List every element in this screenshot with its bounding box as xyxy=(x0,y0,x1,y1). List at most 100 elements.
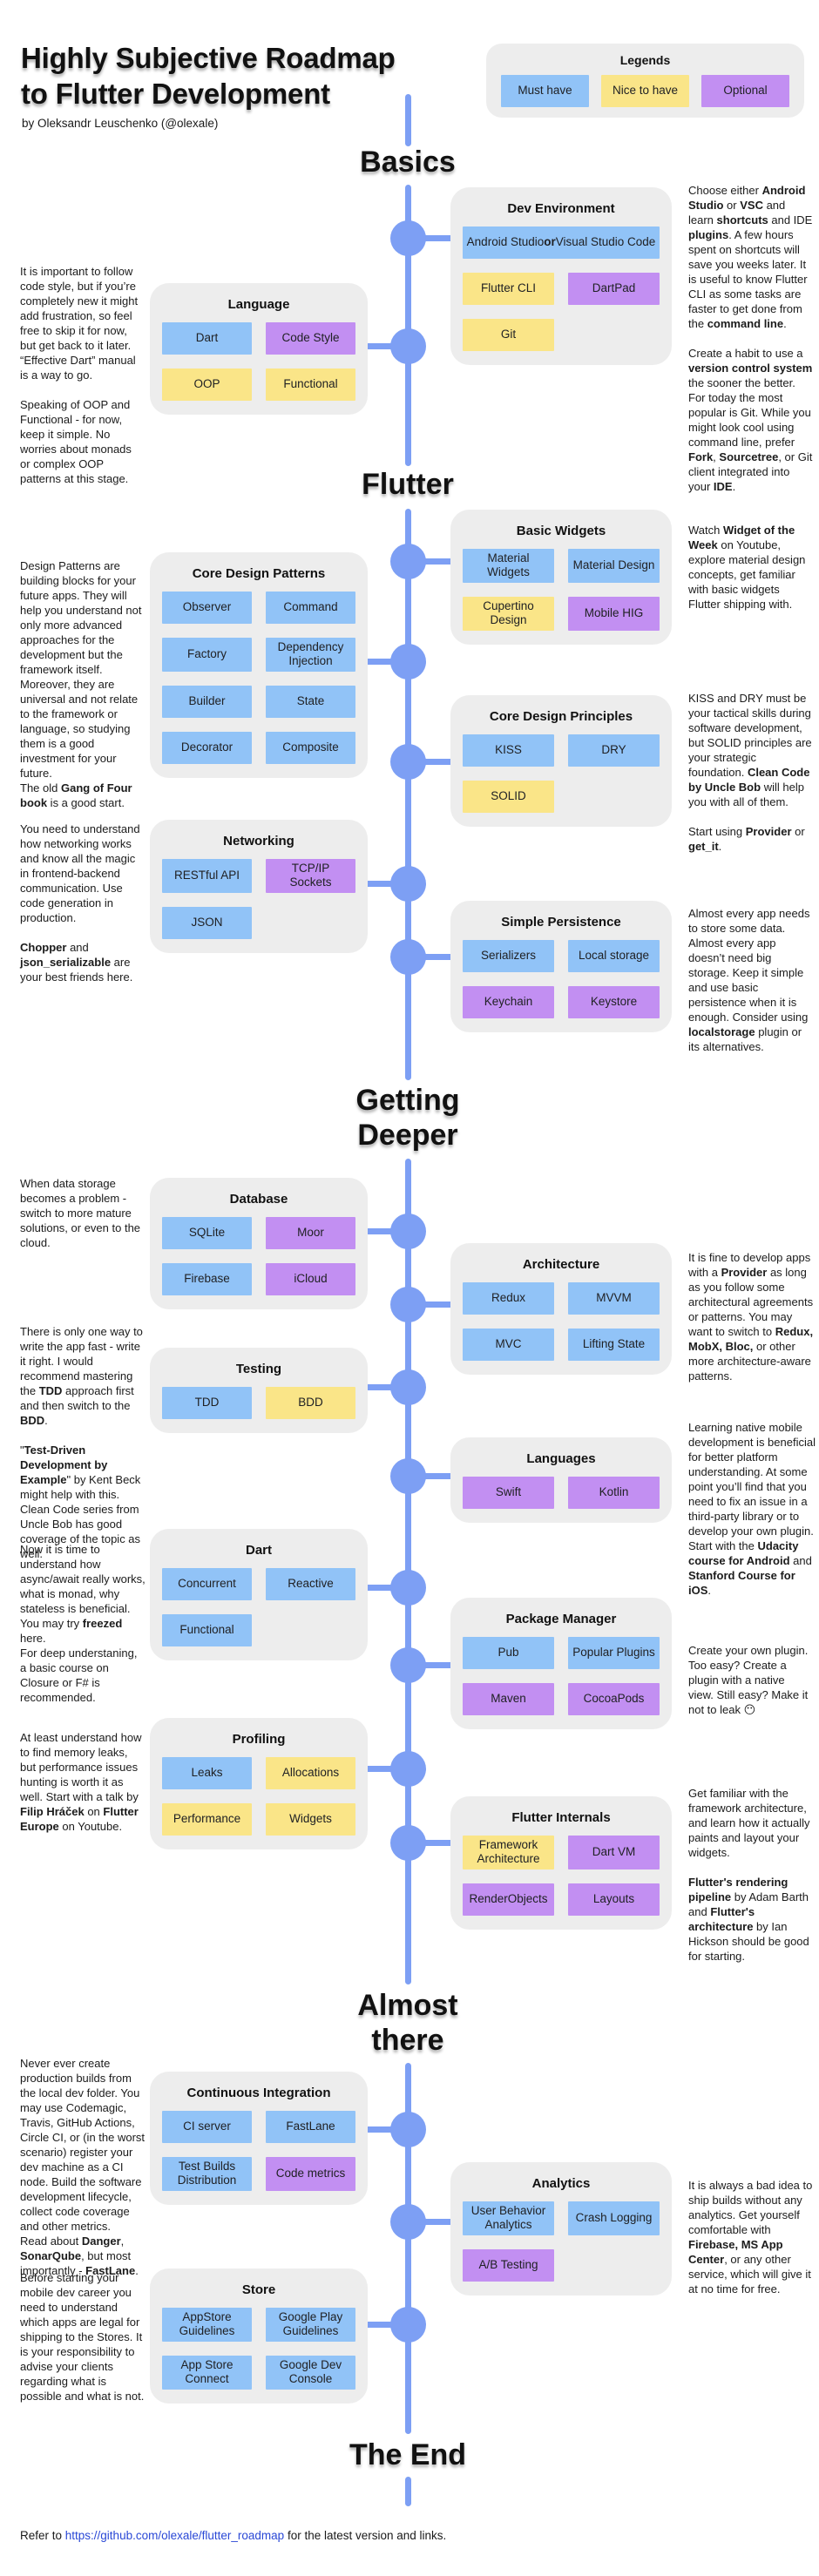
timeline-node xyxy=(390,328,426,364)
timeline-connector xyxy=(366,881,408,887)
language-note: It is important to follow code style, bu… xyxy=(20,265,139,486)
chip-performance: Performance xyxy=(162,1803,252,1836)
chip-command: Command xyxy=(266,592,355,624)
chip-code-metrics: Code metrics xyxy=(266,2157,355,2191)
legend-item-optional: Optional xyxy=(701,75,789,107)
timeline-connector xyxy=(408,759,451,765)
chip-allocations: Allocations xyxy=(266,1757,355,1789)
chip-functional: Functional xyxy=(162,1614,252,1646)
legend-item-nice-to-have: Nice to have xyxy=(601,75,689,107)
section-header-flutter: Flutter xyxy=(277,467,538,502)
basic-widgets-note: Watch Widget of the Week on Youtube, exp… xyxy=(688,524,806,612)
chip-oop: OOP xyxy=(162,368,252,401)
timeline-node xyxy=(390,2204,426,2240)
group-title-core-design-patterns: Core Design Patterns xyxy=(192,566,326,581)
design-principles-note: KISS and DRY must be your tactical skill… xyxy=(688,692,812,854)
profiling-note: At least understand how to find memory l… xyxy=(20,1731,142,1834)
chip-maven: Maven xyxy=(463,1683,554,1715)
chip-dry: DRY xyxy=(568,734,660,767)
analytics-note: It is always a bad idea to ship builds w… xyxy=(688,2179,813,2296)
chip-firebase: Firebase xyxy=(162,1263,252,1295)
section-header-line: Getting xyxy=(355,1084,460,1117)
timeline-node xyxy=(390,1214,426,1249)
group-title-continuous-integration: Continuous Integration xyxy=(186,2086,331,2100)
chip-local-storage: Local storage xyxy=(568,940,660,972)
chip-android-studio-or-visual-studio-code: Android Studio or Visual Studio Code xyxy=(463,226,660,259)
timeline-line-segment xyxy=(405,509,411,1080)
footer-note: Refer to https://github.com/olexale/flut… xyxy=(20,2529,446,2542)
timeline-node xyxy=(390,1751,426,1787)
timeline-node xyxy=(390,544,426,579)
group-title-dart: Dart xyxy=(245,1543,272,1558)
architecture-note: It is fine to develop apps with a Provid… xyxy=(688,1251,814,1383)
timeline-connector xyxy=(366,2126,408,2133)
timeline-node xyxy=(390,2112,426,2147)
timeline-connector xyxy=(366,1228,408,1234)
timeline-connector xyxy=(366,659,408,665)
footer-link[interactable]: https://github.com/olexale/flutter_roadm… xyxy=(64,2529,285,2542)
chip-dartpad: DartPad xyxy=(568,273,660,305)
chip-crash-logging: Crash Logging xyxy=(568,2201,660,2235)
chip-keychain: Keychain xyxy=(463,986,554,1018)
chip-tcp-ip-sockets: TCP/IP Sockets xyxy=(266,859,355,893)
group-title-profiling: Profiling xyxy=(232,1732,286,1747)
chip-state: State xyxy=(266,685,355,718)
timeline-node xyxy=(390,744,426,780)
legend-item-must-have: Must have xyxy=(501,75,589,107)
group-title-networking: Networking xyxy=(223,834,294,849)
timeline-node xyxy=(390,866,426,902)
chip-a-b-testing: A/B Testing xyxy=(463,2248,554,2282)
chip-serializers: Serializers xyxy=(463,940,554,972)
chip-leaks: Leaks xyxy=(162,1757,252,1789)
chip-functional: Functional xyxy=(266,368,355,401)
page-title-line1: Highly Subjective Roadmap xyxy=(21,42,396,74)
testing-note: There is only one way to write the app f… xyxy=(20,1325,143,1561)
chip-dart: Dart xyxy=(162,322,252,355)
chip-kiss: KISS xyxy=(463,734,554,767)
chip-builder: Builder xyxy=(162,685,252,718)
chip-moor: Moor xyxy=(266,1217,355,1249)
chip-user-behavior-analytics: User Behavior Analytics xyxy=(463,2201,554,2235)
timeline-connector xyxy=(408,235,451,241)
chip-grid: KISS DRY SOLID xyxy=(463,734,660,813)
section-header-line: Basics xyxy=(360,145,456,179)
timeline-connector xyxy=(366,343,408,349)
timeline-connector xyxy=(408,2219,451,2225)
chip-bdd: BDD xyxy=(266,1387,355,1419)
timeline-node xyxy=(390,1458,426,1494)
chip-keystore: Keystore xyxy=(568,986,660,1018)
package-manager-note: Create your own plugin. Too easy? Create… xyxy=(688,1644,809,1717)
section-header-line: Flutter xyxy=(362,468,454,501)
group-title-dev-environment: Dev Environment xyxy=(507,201,615,216)
footer-text-prefix: Refer to xyxy=(20,2529,65,2542)
group-title-flutter-internals: Flutter Internals xyxy=(511,1810,611,1825)
chip-cocoapods: CocoaPods xyxy=(568,1683,660,1715)
group-title-simple-persistence: Simple Persistence xyxy=(501,915,621,930)
timeline-node xyxy=(390,1570,426,1606)
chip-solid: SOLID xyxy=(463,781,554,813)
database-note: When data storage becomes a problem - sw… xyxy=(20,1177,141,1250)
chip-code-style: Code Style xyxy=(266,322,355,355)
chip-lifting-state: Lifting State xyxy=(568,1329,660,1361)
